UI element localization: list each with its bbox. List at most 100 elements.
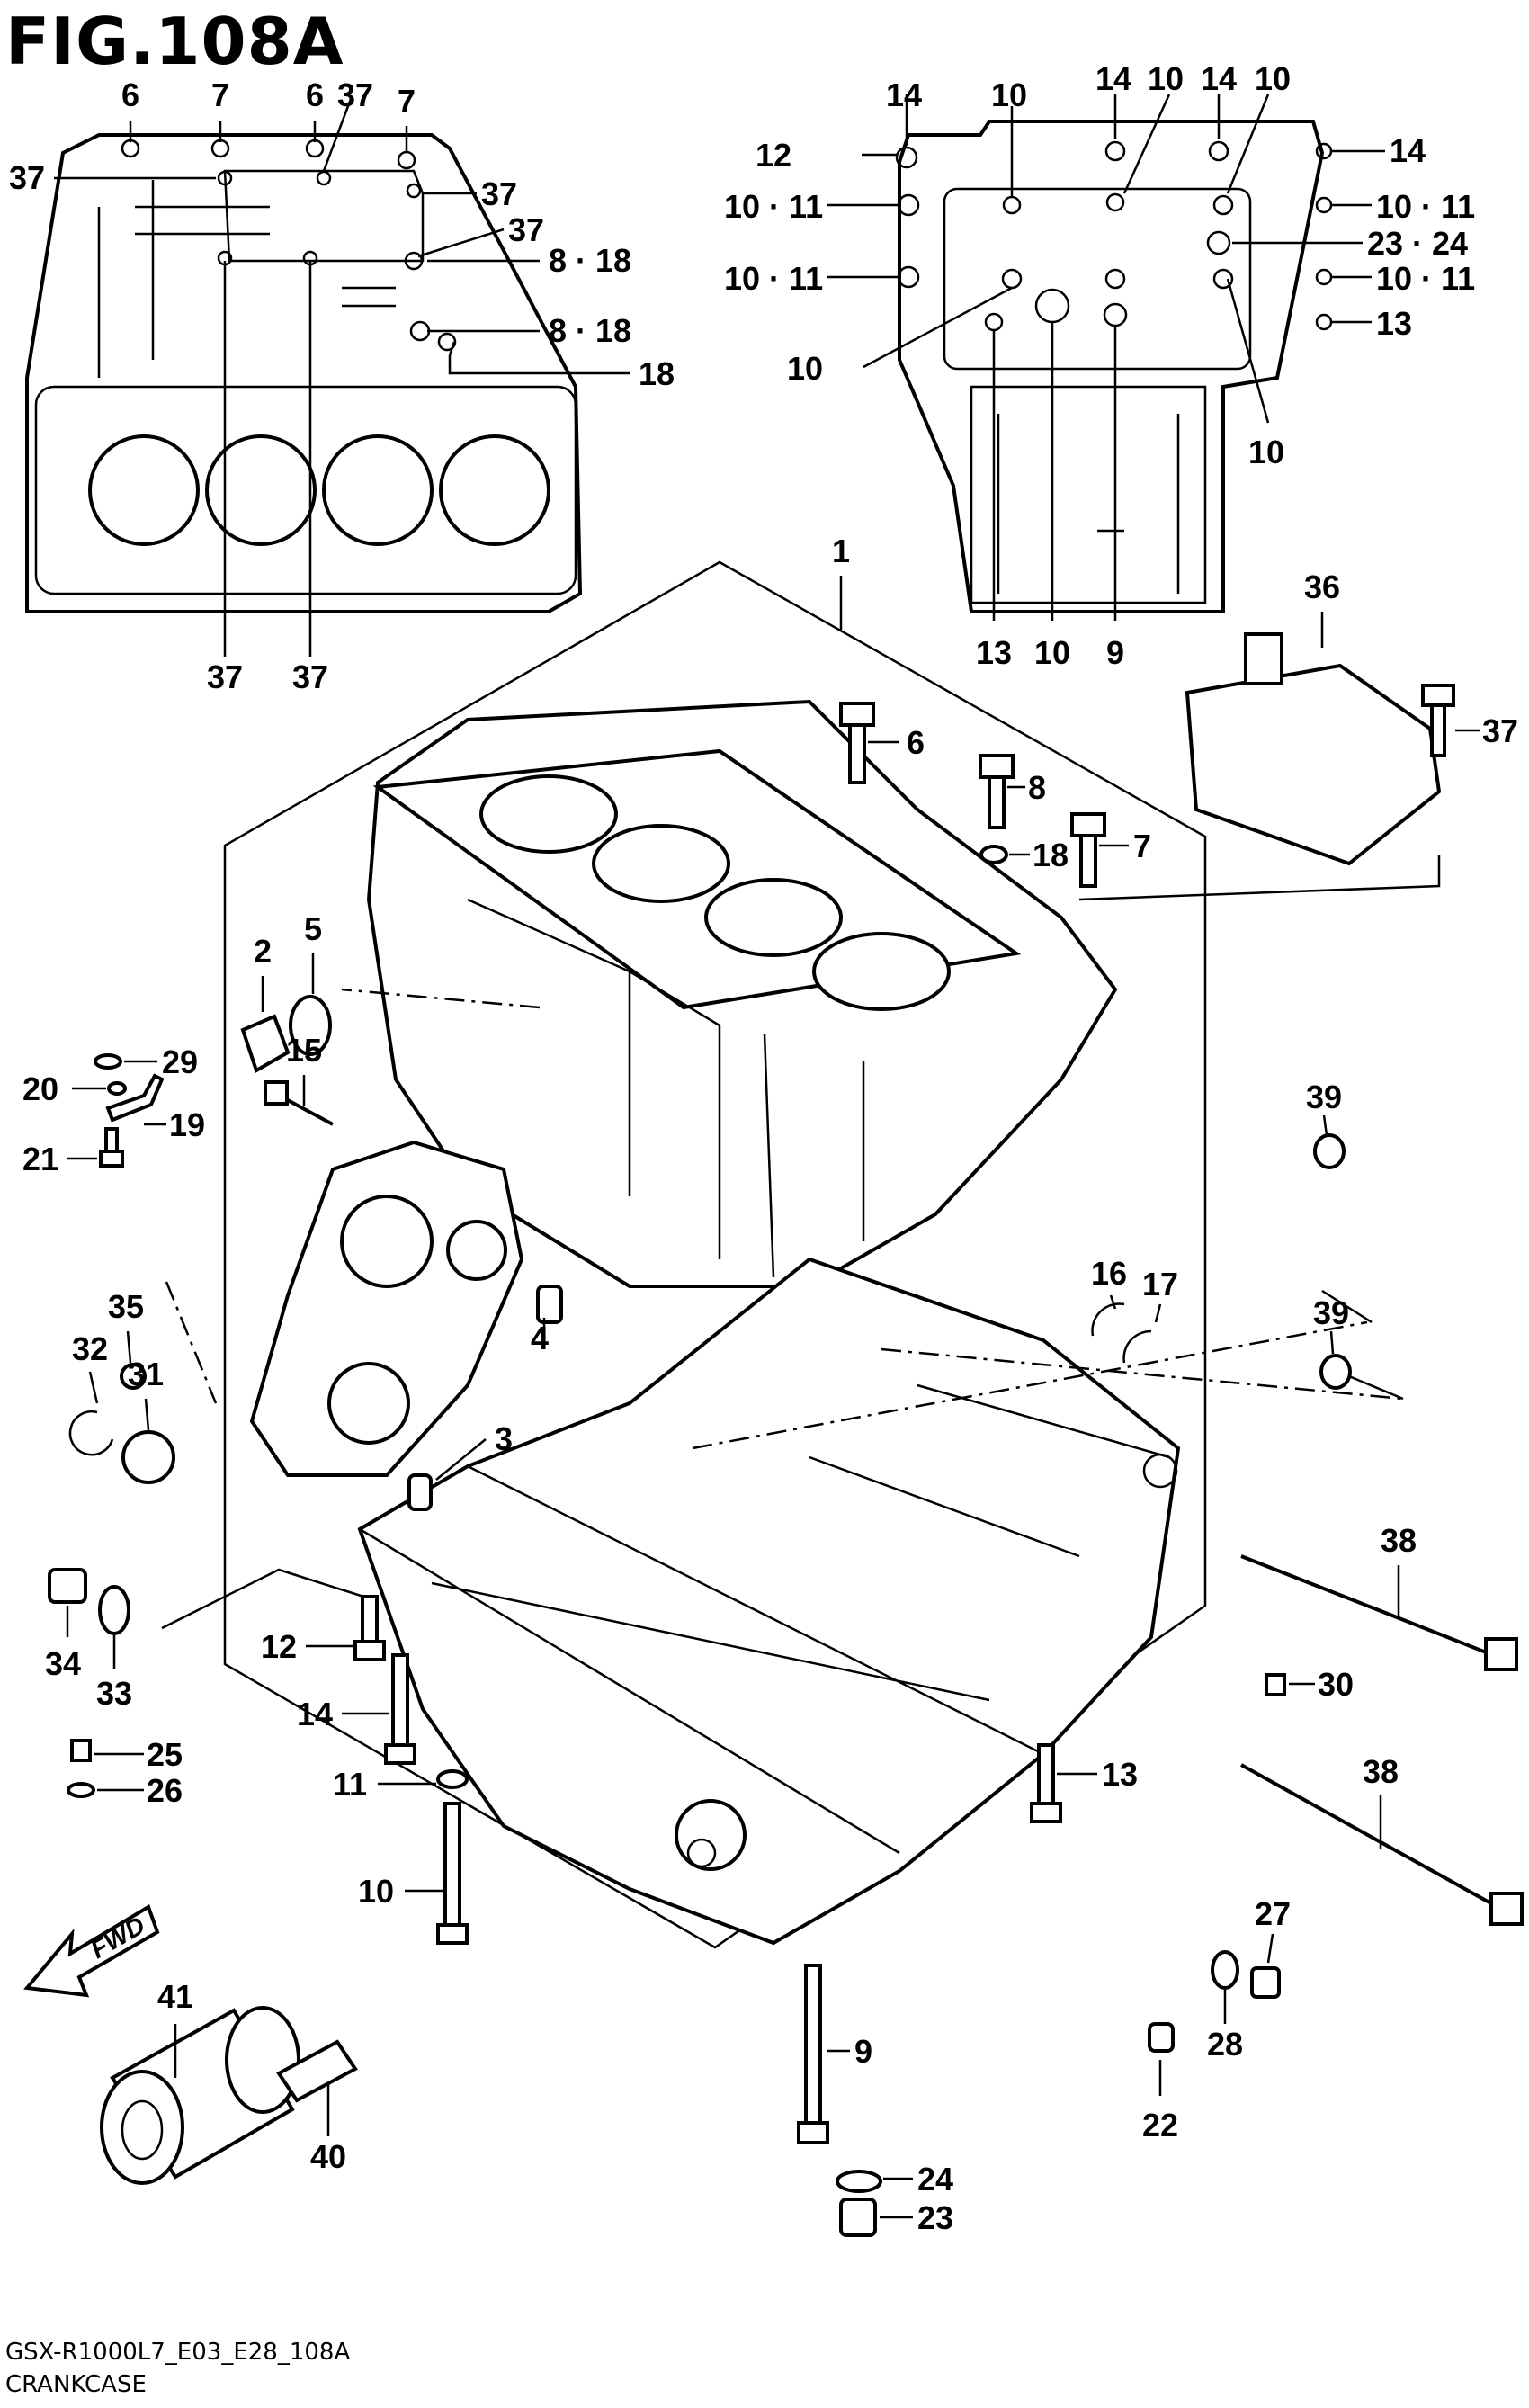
callout-14: 14 <box>297 1696 333 1732</box>
callout-19: 19 <box>169 1106 205 1143</box>
callout-23-24: 23 · 24 <box>1367 225 1468 262</box>
callout-14: 14 <box>886 76 922 113</box>
callout-6: 6 <box>907 724 925 761</box>
callout-29: 29 <box>162 1043 198 1080</box>
callout-8: 8 <box>1028 769 1046 806</box>
part-28-oring <box>1211 1950 1239 1990</box>
part-31-gear <box>121 1430 175 1484</box>
callout-10: 10 <box>991 76 1027 113</box>
part-34-plug <box>48 1568 87 1604</box>
callout-17: 17 <box>1142 1266 1178 1302</box>
callout-31: 31 <box>128 1356 164 1392</box>
callout-37: 37 <box>481 175 517 212</box>
part-13-bolt <box>1037 1743 1055 1810</box>
callout-7: 7 <box>211 76 229 113</box>
part-23-plug <box>839 2198 877 2237</box>
callout-12: 12 <box>261 1628 297 1665</box>
part-12-bolt <box>361 1595 379 1648</box>
part-41-oil-filter <box>100 2006 300 2185</box>
callout-10: 10 <box>1248 434 1284 470</box>
part-3-dowel <box>407 1473 433 1511</box>
part-17-bearing <box>1122 1329 1152 1364</box>
callout-10: 10 <box>1148 60 1184 97</box>
bore-2 <box>205 434 317 546</box>
callout-9: 9 <box>854 2033 872 2070</box>
callout-32: 32 <box>72 1330 108 1367</box>
part-19-bracket <box>105 1073 165 1123</box>
callout-27: 27 <box>1255 1895 1291 1932</box>
callout-10-11: 10 · 11 <box>724 188 823 225</box>
callout-4: 4 <box>531 1320 549 1356</box>
part-20-washer <box>107 1081 127 1096</box>
callout-22: 22 <box>1142 2107 1178 2144</box>
part-38-bolt <box>1240 1554 1494 1657</box>
callout-14: 14 <box>1390 132 1426 169</box>
part-14-bolt <box>391 1653 409 1756</box>
callout-2: 2 <box>254 933 272 970</box>
part-32-circlip <box>68 1410 114 1456</box>
callout-5: 5 <box>304 910 322 947</box>
part-33-oring <box>98 1585 130 1635</box>
callout-20: 20 <box>22 1070 58 1107</box>
thermostat-cover <box>249 1140 524 1477</box>
callout-6: 6 <box>306 76 324 113</box>
part-7-bolt <box>1079 830 1097 888</box>
callout-38: 38 <box>1363 1753 1399 1790</box>
callout-35: 35 <box>108 1288 144 1325</box>
part-35-plug <box>120 1363 147 1390</box>
callout-26: 26 <box>147 1772 183 1809</box>
part-8-bolt <box>988 772 1006 829</box>
callout-12: 12 <box>756 137 791 174</box>
callout-30: 30 <box>1318 1666 1354 1703</box>
part-29-washer <box>94 1053 122 1070</box>
callout-6: 6 <box>121 76 139 113</box>
part-22-dowel <box>1148 2022 1175 2053</box>
callout-13: 13 <box>976 634 1012 671</box>
callout-39: 39 <box>1313 1294 1349 1331</box>
callout-14: 14 <box>1201 60 1237 97</box>
callout-18: 18 <box>639 355 675 392</box>
part-16-bearing <box>1091 1302 1125 1337</box>
callout-8-18: 8 · 18 <box>549 242 631 279</box>
part-6-bolt <box>848 718 866 784</box>
callout-40: 40 <box>310 2138 346 2175</box>
callout-9: 9 <box>1106 634 1124 671</box>
callout-39: 39 <box>1306 1079 1342 1115</box>
part-26-washer <box>67 1782 95 1798</box>
fwd-arrow: FWD <box>23 1904 160 1998</box>
part-18-washer <box>979 845 1008 864</box>
callout-15: 15 <box>286 1032 322 1069</box>
callout-10-11: 10 · 11 <box>1376 260 1475 297</box>
callout-21: 21 <box>22 1141 58 1177</box>
part-38-bolt <box>1240 1763 1498 1909</box>
callout-10-11: 10 · 11 <box>724 260 823 297</box>
callout-13: 13 <box>1102 1756 1138 1793</box>
callout-23: 23 <box>917 2199 953 2236</box>
inset-lower-case: 14 10 14 10 14 10 12 10 · 11 10 · 11 14 … <box>724 60 1475 671</box>
callout-41: 41 <box>157 1978 193 2015</box>
callout-10: 10 <box>358 1873 394 1910</box>
callout-37: 37 <box>508 211 544 248</box>
part-11-washer <box>436 1769 469 1789</box>
callout-10: 10 <box>1034 634 1070 671</box>
callout-13: 13 <box>1376 305 1412 342</box>
assembly-boundary <box>223 560 1207 1949</box>
callout-18: 18 <box>1033 837 1069 873</box>
part-30-bolt <box>1265 1673 1286 1696</box>
callout-10: 10 <box>1255 60 1291 97</box>
callout-14: 14 <box>1095 60 1131 97</box>
callout-3: 3 <box>495 1420 513 1457</box>
callout-1: 1 <box>832 533 850 569</box>
part-25-bolt <box>70 1739 92 1762</box>
bore-1 <box>88 434 200 546</box>
callout-28: 28 <box>1207 2026 1243 2063</box>
part-36-cover <box>1185 663 1442 866</box>
callout-8-18: 8 · 18 <box>549 312 631 349</box>
model-code: GSX-R1000L7_E03_E28_108A <box>5 2339 351 2366</box>
callout-10-11: 10 · 11 <box>1376 188 1475 225</box>
callout-11: 11 <box>333 1766 367 1803</box>
callout-24: 24 <box>917 2161 953 2198</box>
callout-34: 34 <box>45 1645 81 1682</box>
callout-10: 10 <box>787 350 823 387</box>
callout-36: 36 <box>1304 568 1340 605</box>
